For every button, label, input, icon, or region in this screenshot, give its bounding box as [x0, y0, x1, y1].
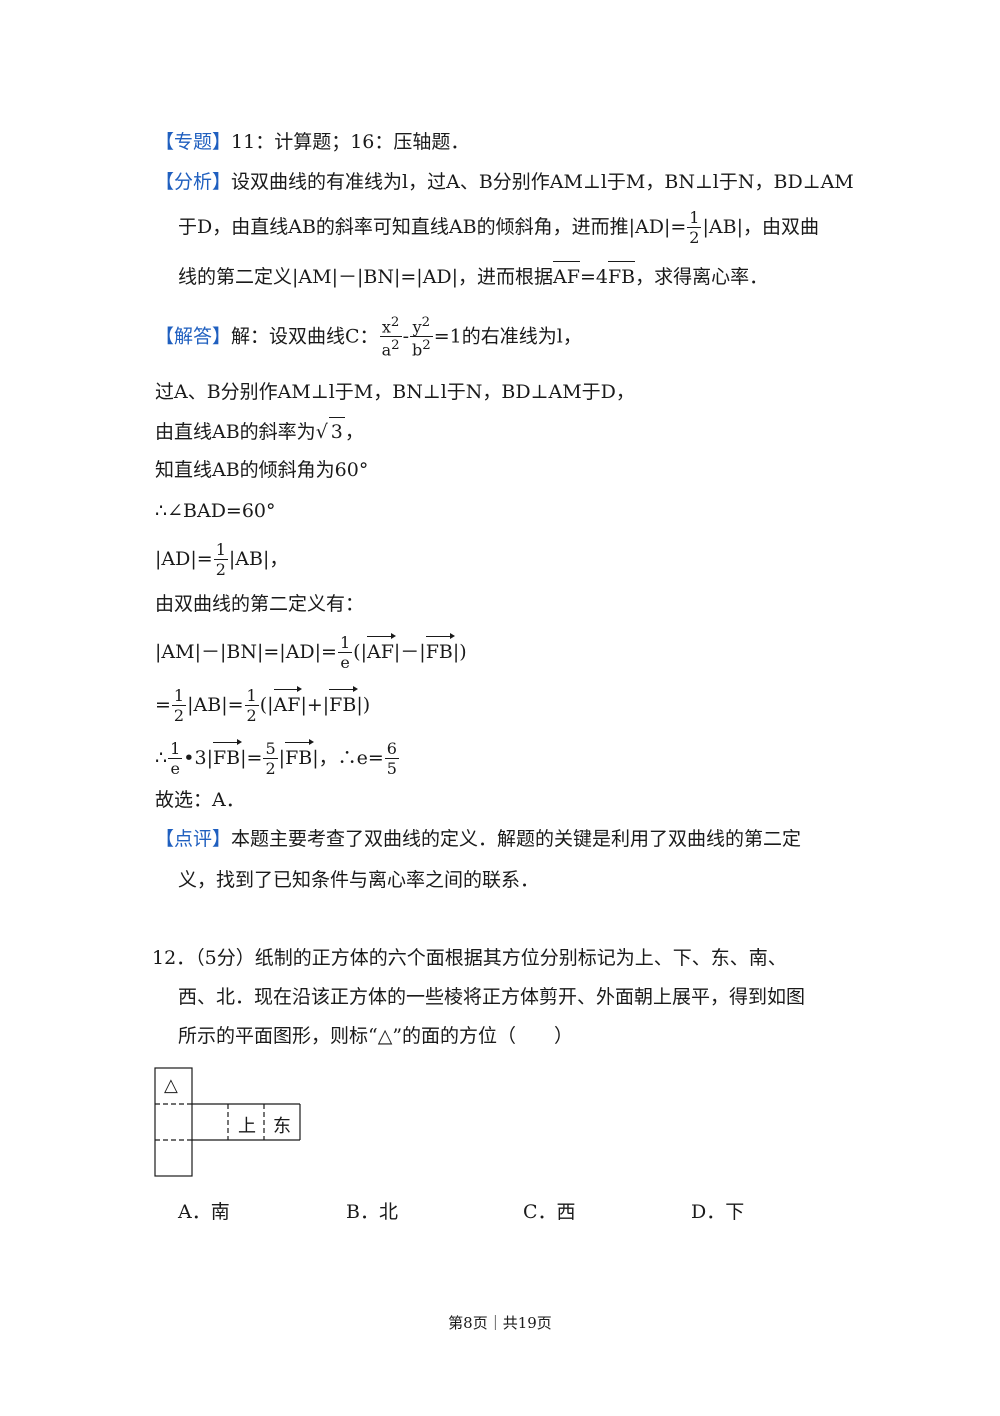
analysis-text-1: 设双曲线的有准线为l，过A、B分别作AM⊥l于M，BN⊥l于N，BD⊥AM [231, 171, 854, 193]
question-12-line-1: 12．（5分）纸制的正方体的六个面根据其方位分别标记为上、下、东、南、 [152, 947, 787, 969]
topic-line: 【专题】11：计算题；16：压轴题． [155, 128, 469, 156]
option-b[interactable]: B．北 [346, 1201, 398, 1223]
solution-line-1: 过A、B分别作AM⊥l于M，BN⊥l于N，BD⊥AM于D， [155, 381, 635, 403]
net-triangle-face: △ [164, 1075, 178, 1096]
option-a[interactable]: A．南 [178, 1201, 230, 1223]
page-footer: 第8页｜共19页 [448, 1314, 552, 1332]
sqrt-three: 3 [328, 417, 345, 446]
vector-fb: FB [425, 633, 456, 666]
question-12-line-3: 所示的平面图形，则标“△”的面的方位（ ） [178, 1025, 574, 1047]
analysis-line-1: 【分析】设双曲线的有准线为l，过A、B分别作AM⊥l于M，BN⊥l于N，BD⊥A… [155, 168, 854, 196]
solution-line-10: 故选：A． [155, 789, 245, 811]
cube-net-figure [154, 1067, 301, 1177]
analysis-text-2b: ，由双曲 [742, 216, 819, 238]
vector-af: AF [553, 259, 580, 291]
analysis-eq: =4 [579, 266, 608, 288]
net-east-face: 东 [273, 1116, 291, 1137]
comment-line-1: 【点评】本题主要考查了双曲线的定义．解题的关键是利用了双曲线的第二定 [155, 828, 802, 850]
solution-line-3: 知直线AB的倾斜角为60° [155, 459, 369, 481]
analysis-line-3: 线的第二定义|AM|－|BN|=|AD|，进而根据AF=4FB，求得离心率． [178, 259, 768, 291]
topic-tag: 【专题】 [155, 131, 232, 153]
solution-line-2: 由直线AB的斜率为√3， [155, 417, 364, 446]
comment-tag: 【点评】 [155, 828, 232, 850]
topic-text: 11：计算题；16：压轴题． [231, 131, 470, 153]
analysis-ad: |AD|= [628, 216, 687, 238]
option-d[interactable]: D．下 [691, 1201, 745, 1223]
analysis-text-3a: 线的第二定义|AM|－|BN|=|AD|，进而根据 [178, 266, 554, 288]
analysis-text-3b: ，求得离心率． [635, 266, 769, 288]
option-c[interactable]: C．西 [523, 1201, 576, 1223]
net-up-face: 上 [238, 1116, 256, 1137]
solution-tag: 【解答】 [155, 325, 232, 348]
solution-intro: 解：设双曲线C： [231, 325, 379, 348]
analysis-ab: |AB| [702, 216, 743, 238]
vector-af: AF [366, 633, 396, 666]
solution-line-6: 由双曲线的第二定义有： [155, 593, 365, 615]
solution-eq1: =1的右准线为l， [433, 325, 582, 348]
comment-line-2: 义，找到了已知条件与离心率之间的联系． [178, 869, 540, 891]
vector-fb: FB [329, 686, 359, 719]
solution-line-4: ∴∠BAD=60° [155, 500, 276, 522]
question-12-line-2: 西、北．现在沿该正方体的一些棱将正方体剪开、外面朝上展平，得到如图 [178, 986, 806, 1008]
analysis-text-2a: 于D，由直线AB的斜率可知直线AB的倾斜角，进而推 [178, 216, 629, 238]
vector-af: AF [273, 686, 303, 719]
vector-fb: FB [607, 259, 636, 291]
analysis-tag: 【分析】 [155, 171, 232, 193]
